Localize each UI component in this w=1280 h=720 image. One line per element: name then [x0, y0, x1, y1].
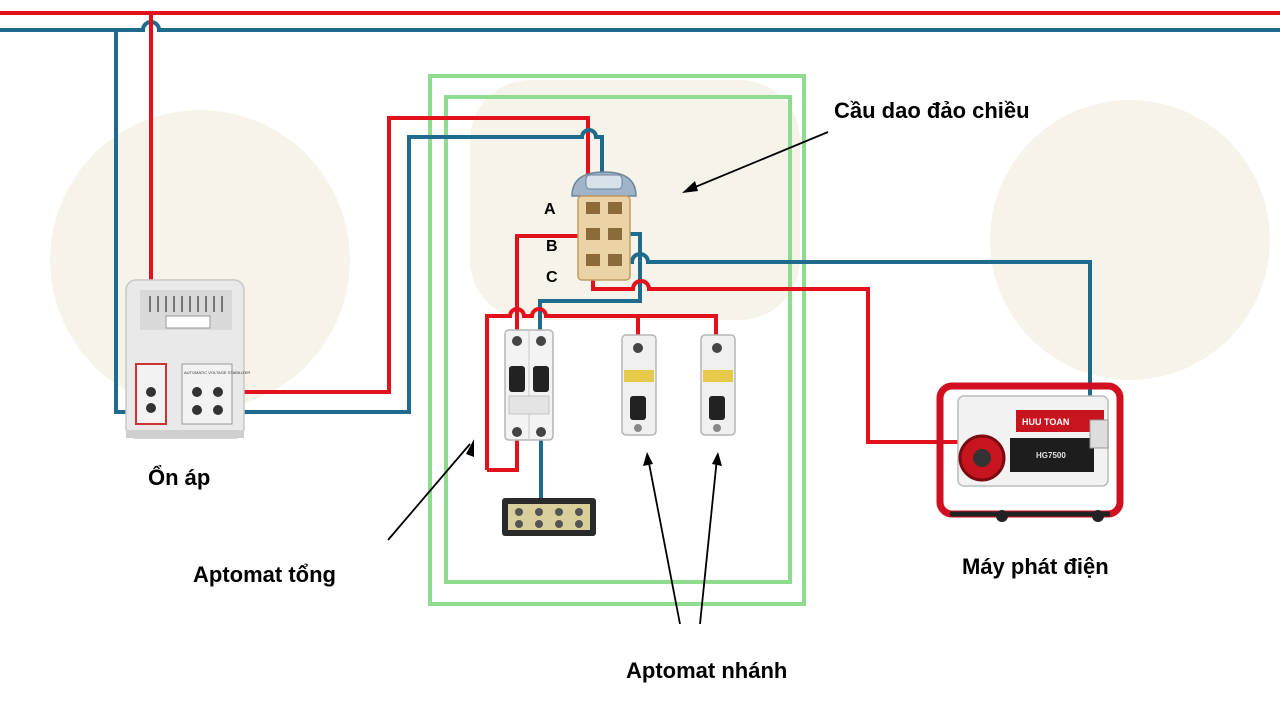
terminal-b-label: B — [546, 238, 558, 255]
stabilizer-label: Ổn áp — [148, 465, 211, 490]
annotation-arrows — [387, 131, 829, 625]
branch-breaker-1 — [621, 334, 657, 436]
transfer-switch — [571, 171, 637, 281]
main-breaker-loop — [487, 432, 519, 472]
branch-breakers-label: Aptomat nhánh — [626, 658, 788, 683]
enclosure-inner — [444, 95, 792, 584]
generator: HUU TOAN HG7500 — [936, 382, 1124, 522]
generator-neutral — [610, 252, 1092, 440]
generator-brand: HUU TOAN — [1022, 417, 1069, 427]
arrow-heads — [466, 181, 722, 466]
stabilizer-title: AUTOMATIC VOLTAGE STABILIZER — [184, 370, 250, 375]
transfer-switch-label: Cầu dao đảo chiều — [834, 98, 1030, 123]
main-breaker-label: Aptomat tổng — [193, 562, 336, 587]
supply-neutral-line — [0, 20, 1280, 32]
terminal-c-label: C — [546, 269, 558, 286]
stabilizer-out-neutral — [222, 128, 604, 414]
generator-phase — [591, 270, 1076, 444]
generator-label: Máy phát điện — [962, 554, 1109, 579]
terminal-block — [502, 498, 596, 536]
branch-breaker-2 — [700, 334, 736, 436]
switch-out-phase — [515, 234, 596, 340]
terminal-a-label: A — [544, 201, 556, 218]
stabilizer-out-phase — [222, 116, 590, 394]
enclosure-outer — [428, 74, 806, 606]
voltage-stabilizer: AUTOMATIC VOLTAGE STABILIZER — [125, 279, 250, 439]
main-breaker — [504, 329, 554, 441]
generator-model: HG7500 — [1036, 451, 1066, 460]
